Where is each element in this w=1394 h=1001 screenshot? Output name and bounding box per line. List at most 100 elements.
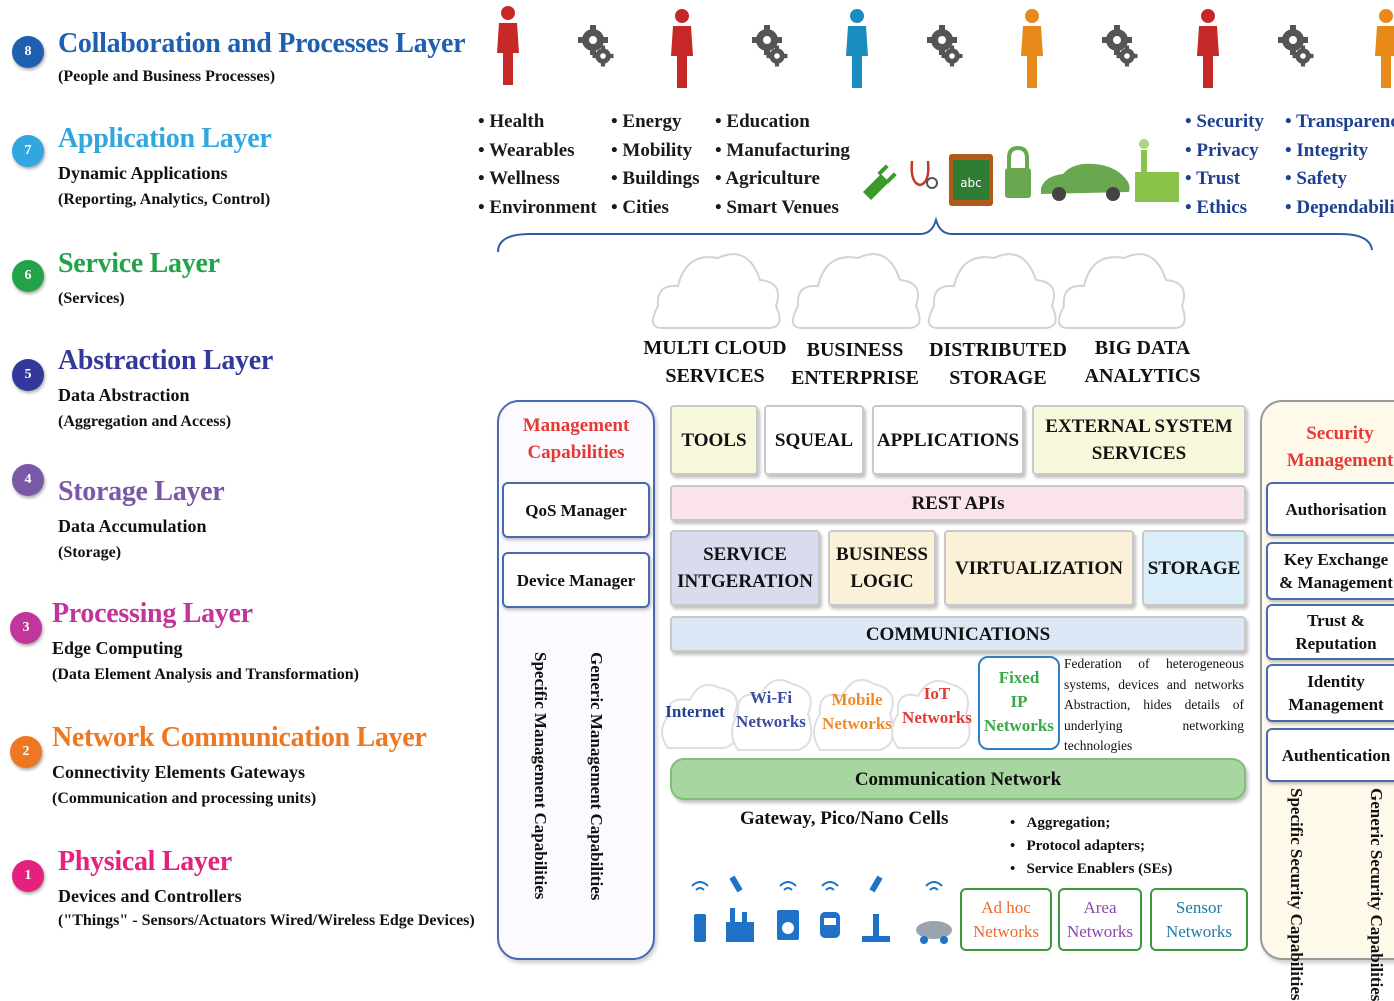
layer-description: (Communication and processing units) — [52, 790, 317, 807]
list-item: Education — [715, 108, 850, 137]
cloud-icon — [791, 253, 921, 329]
layer-description: ("Things" - Sensors/Actuators Wired/Wire… — [58, 912, 475, 929]
device-icons — [691, 875, 952, 944]
gear-icon — [1278, 25, 1314, 67]
layer-number-badge: 6 — [12, 260, 44, 292]
qos-manager[interactable]: QoS Manager — [502, 482, 650, 538]
tools-box[interactable]: TOOLS — [670, 405, 758, 475]
people-and-processes-icons — [497, 6, 1394, 88]
federation-description: Federation of heterogeneous systems, dev… — [1064, 656, 1244, 753]
rest-apis-bar[interactable]: REST APIs — [670, 485, 1246, 521]
list-item: Integrity — [1285, 137, 1394, 166]
list-item: Manufacturing — [715, 137, 850, 166]
wifi-icon — [821, 881, 839, 891]
plug-icon — [863, 164, 897, 200]
layer-description: (People and Business Processes) — [58, 68, 276, 85]
gear-icon — [927, 25, 963, 67]
layer-subtitle: Data Accumulation — [58, 516, 207, 536]
list-item: Privacy — [1185, 137, 1264, 166]
application-icons: abc — [863, 139, 1179, 206]
cloud-shapes — [651, 253, 1186, 329]
factory-icon — [1135, 139, 1179, 202]
cloud-icon — [891, 680, 971, 749]
layer-number-badge: 2 — [10, 736, 42, 768]
lock-icon — [1005, 145, 1031, 198]
list-item: Agriculture — [715, 165, 850, 194]
satellite-icon — [869, 875, 883, 893]
layer-description: (Reporting, Analytics, Control) — [58, 191, 271, 208]
list-item: Wearables — [478, 137, 597, 166]
authorisation-box[interactable]: Authorisation — [1266, 482, 1394, 536]
gateway-label: Gateway, Pico/Nano Cells — [740, 808, 949, 829]
layer-2: 2 Network Communication Layer Connectivi… — [0, 722, 480, 817]
layer-6: 6 Service Layer (Services) — [0, 248, 480, 318]
trust-reputation-box[interactable]: Trust &Reputation — [1266, 604, 1394, 660]
layer-5: 5 Abstraction Layer Data Abstraction (Ag… — [0, 345, 480, 440]
layer-number-badge: 4 — [12, 464, 44, 496]
layer-7: 7 Application Layer Dynamic Applications… — [0, 123, 480, 218]
network-clouds — [661, 679, 971, 751]
list-item: Safety — [1285, 165, 1394, 194]
layer-description: (Aggregation and Access) — [58, 413, 232, 430]
oil-pump-icon — [862, 914, 890, 942]
satellite-icon — [729, 875, 743, 893]
cloud-icon — [1057, 253, 1186, 329]
car-icon — [1041, 163, 1130, 201]
squeal-box[interactable]: SQUEAL — [764, 405, 864, 475]
applications-box[interactable]: APPLICATIONS — [872, 405, 1024, 475]
storage-box[interactable]: STORAGE — [1142, 530, 1246, 606]
tanker-truck-icon — [916, 921, 952, 944]
layer-4: 4 Storage Layer Data Accumulation (Stora… — [0, 464, 480, 571]
layer-title: Collaboration and Processes Layer — [58, 28, 466, 59]
list-item: Environment — [478, 194, 596, 223]
communications-bar[interactable]: COMMUNICATIONS — [670, 616, 1246, 652]
list-item: Buildings — [611, 165, 699, 194]
list-item: Transparency — [1285, 108, 1394, 137]
layer-title: Storage Layer — [58, 476, 225, 507]
train-icon — [820, 912, 840, 938]
list-item: • Aggregation; — [1010, 815, 1111, 831]
domain-list-3: Education Manufacturing Agriculture Smar… — [715, 108, 850, 222]
application-brace — [497, 216, 1373, 253]
wifi-icon — [691, 881, 709, 891]
person-icon — [1375, 9, 1394, 88]
layer-number-badge: 1 — [12, 860, 44, 892]
layer-3: 3 Processing Layer Edge Computing (Data … — [0, 598, 480, 693]
layer-subtitle: Connectivity Elements Gateways — [52, 762, 305, 782]
gear-icon — [1102, 25, 1138, 67]
device-manager[interactable]: Device Manager — [502, 552, 650, 608]
person-icon — [1197, 9, 1219, 88]
person-icon — [497, 6, 519, 85]
domain-list-5: Transparency Integrity Safety Dependabil… — [1285, 108, 1394, 222]
key-exchange-box[interactable]: Key Exchange& Management — [1266, 542, 1394, 600]
layer-title: Abstraction Layer — [58, 345, 273, 376]
wifi-icon — [925, 881, 943, 891]
cloud-icon — [927, 253, 1057, 329]
layer-title: Physical Layer — [58, 846, 232, 877]
layer-description: (Services) — [58, 290, 125, 307]
specific-security-capabilities: Specific Security Capabilities — [1287, 788, 1306, 1001]
layer-number-badge: 8 — [12, 36, 44, 68]
list-item: Energy — [611, 108, 700, 137]
list-item: Trust — [1185, 165, 1264, 194]
authentication-box[interactable]: Authentication — [1266, 728, 1394, 782]
communication-network-bar[interactable]: Communication Network — [670, 758, 1246, 800]
list-item: Ethics — [1185, 194, 1264, 223]
gear-icon — [578, 25, 614, 67]
domain-list-1: Health Wearables Wellness Environment — [478, 108, 597, 222]
layer-subtitle: Devices and Controllers — [58, 886, 242, 906]
virtualization-box[interactable]: VIRTUALIZATION — [944, 530, 1134, 606]
list-item: • Protocol adapters; — [1010, 838, 1145, 854]
